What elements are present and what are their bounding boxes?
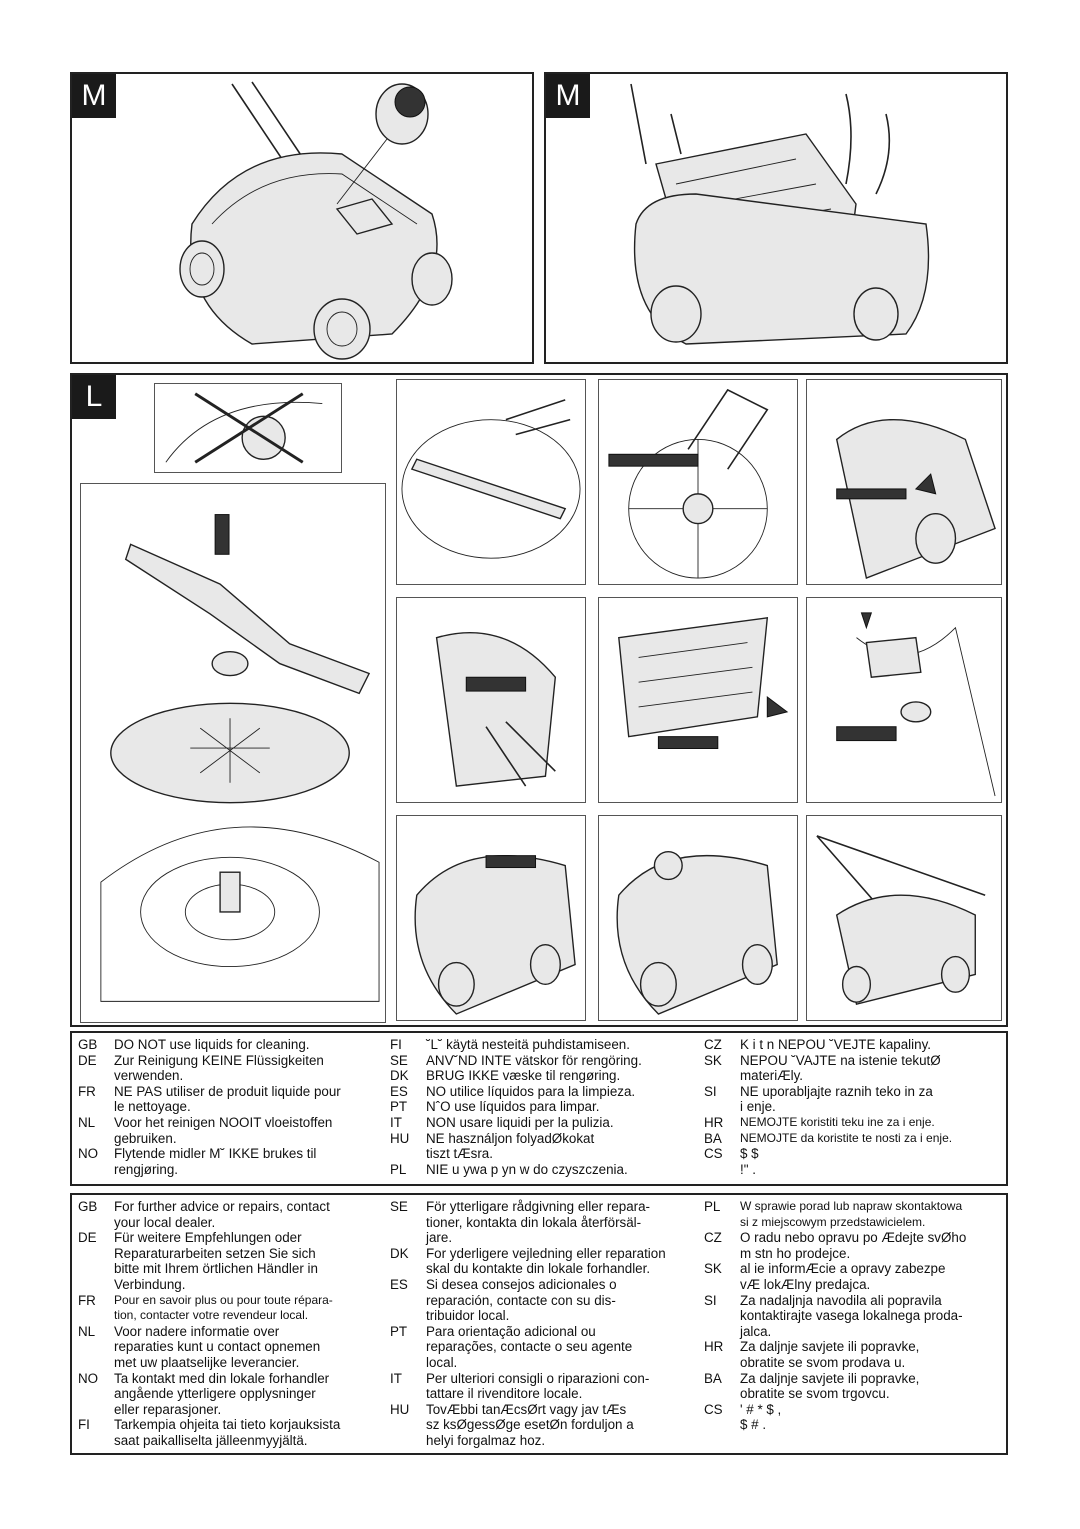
panel-brush-fan <box>598 379 798 585</box>
panel-brush-chute <box>396 597 586 803</box>
panel-no-water <box>154 383 342 473</box>
mower-illustration <box>179 81 453 360</box>
lang-row: SK al ie informÆcie a opravy zabezpe vÆ … <box>704 1261 946 1292</box>
panel-clean-switch <box>806 597 1002 803</box>
figure-cleaning-steps: L <box>70 373 1008 1027</box>
panel-full-mower <box>806 815 1002 1021</box>
figure-label: L <box>72 375 116 419</box>
lang-row: CS $ $ !" . <box>704 1146 759 1177</box>
panel-wipe-cloth <box>598 815 798 1021</box>
lang-row: FI˘L˘ käytä nesteitä puhdistamiseen. <box>390 1037 630 1052</box>
figure-label: M <box>546 74 590 118</box>
grassbox-illustration <box>630 83 930 345</box>
panel-clean-blade <box>396 379 586 585</box>
lang-row: CS' # * $ , $ # . <box>704 1401 782 1433</box>
figure-mower-handle-close: M <box>70 72 534 364</box>
panel-blade-exploded <box>80 483 386 1023</box>
panel-brush-vent <box>806 379 1002 585</box>
figure-grassbox-removal: M <box>544 72 1008 364</box>
figure-label: M <box>72 74 116 118</box>
panel-brush-grassbox <box>598 597 798 803</box>
panel-brush-top <box>396 815 586 1021</box>
